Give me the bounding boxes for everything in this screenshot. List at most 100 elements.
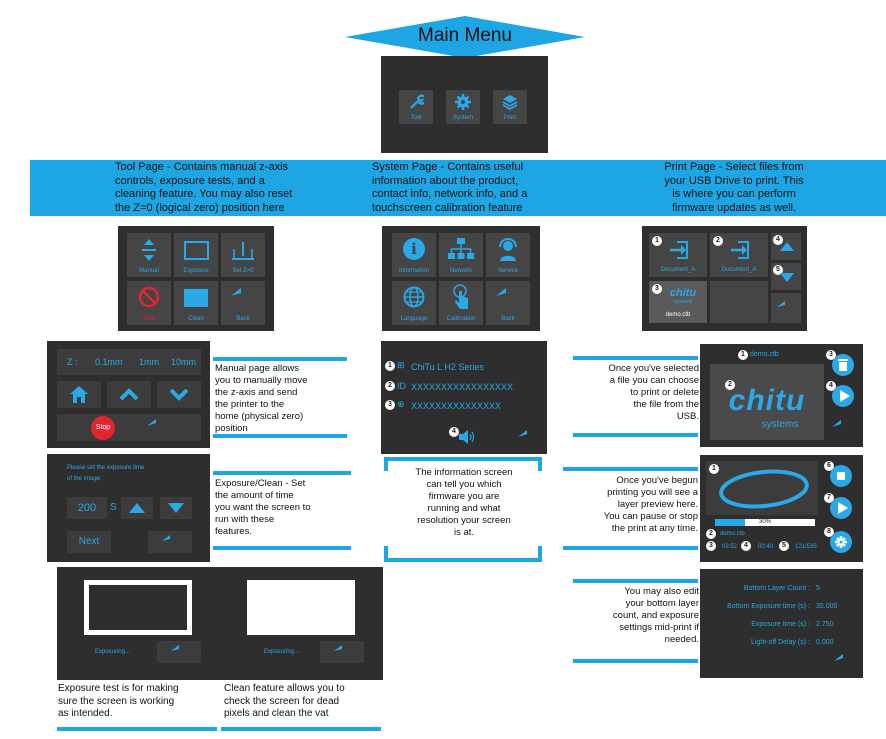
file-caption-line-top	[573, 356, 698, 360]
exposure-value-field[interactable]: 200	[67, 497, 107, 519]
z-up-button[interactable]	[107, 381, 151, 408]
file-caption-line-bottom	[573, 433, 698, 437]
gear-icon	[455, 94, 471, 110]
manual-caption-line-bottom	[213, 434, 347, 438]
info-caption-bracket-left	[384, 457, 388, 471]
z-label: Z :	[67, 357, 78, 367]
delete-button[interactable]	[832, 354, 854, 376]
chitu-logo: chitu	[728, 384, 806, 417]
progress-fill	[715, 519, 745, 526]
page-up-button[interactable]: 4	[771, 233, 801, 260]
settings-caption-line-top	[573, 579, 698, 583]
back-arrow-icon[interactable]	[518, 429, 540, 447]
cleaning-label: Exposuring...	[264, 649, 300, 655]
exposure-screen: Please set the exposure time of the imag…	[47, 454, 210, 562]
set-z-button[interactable]: Set Z=0	[221, 233, 265, 277]
calibration-button[interactable]: Calibration	[439, 281, 483, 325]
layer-count: 121/535	[795, 544, 817, 550]
callout-6: 6	[824, 461, 834, 471]
step-01mm[interactable]: 0.1mm	[95, 357, 123, 367]
callout-3: 3	[652, 284, 662, 294]
exposure-label: Exposure	[183, 268, 209, 274]
home-button[interactable]	[57, 381, 101, 408]
chitu-logo-sub: systems	[761, 419, 799, 430]
print-page-screen: 1 Document_A 2 Document_A 3 chitu system…	[642, 226, 807, 331]
play-button[interactable]	[832, 385, 854, 407]
tool-button[interactable]: Tool	[399, 90, 433, 124]
layer-preview: 1	[706, 461, 818, 515]
callout-4: 4	[826, 381, 836, 391]
print-back-button[interactable]	[771, 293, 801, 323]
setting-label: Light-off Delay (s) :	[750, 639, 810, 646]
system-button[interactable]: System	[446, 90, 480, 124]
setting-label: Exposure time (s) :	[751, 621, 810, 628]
stop-button[interactable]: Stop	[127, 281, 171, 325]
clean-button[interactable]: Clean	[174, 281, 218, 325]
exposure-increase-button[interactable]	[121, 497, 153, 519]
progress-bar: 30%	[715, 519, 815, 526]
print-button[interactable]: Print	[493, 90, 527, 124]
back-arrow-icon	[171, 645, 179, 651]
network-button[interactable]: Network	[439, 233, 483, 277]
back-arrow-icon[interactable]	[147, 418, 169, 437]
manual-stop-button[interactable]: Stop	[91, 416, 115, 440]
exposure-unit: S	[110, 502, 117, 513]
print-settings-button[interactable]	[830, 531, 852, 553]
globe-icon	[403, 286, 425, 308]
callout-1: 1	[385, 361, 395, 371]
speaker-icon[interactable]	[459, 430, 475, 444]
network-icon	[448, 238, 474, 259]
exposure-button[interactable]: Exposure	[174, 233, 218, 277]
manual-button[interactable]: Manual	[127, 233, 171, 277]
stop-print-button[interactable]	[830, 465, 852, 487]
setting-value[interactable]: 0.000	[816, 639, 834, 646]
tool-page-screen: Manual Exposure Set Z=0 Stop Clean Back	[118, 226, 274, 331]
callout-3: 3	[706, 541, 716, 551]
information-button[interactable]: i Information	[392, 233, 436, 277]
main-menu-screen: Tool System Print	[381, 56, 548, 153]
printing-screen: 1 30% 2 demo.ctb 3 03:52 4 00:40 5 121/5…	[700, 455, 863, 562]
file-item-3[interactable]: 3 chitu systems demo.ctb	[649, 281, 707, 323]
setting-value[interactable]: 5	[816, 585, 820, 592]
callout-1: 1	[652, 236, 662, 246]
step-1mm[interactable]: 1mm	[139, 357, 159, 367]
exposure-test-caption-line	[57, 727, 217, 731]
back-button[interactable]: Back	[221, 281, 265, 325]
callout-7: 7	[824, 493, 834, 503]
back-arrow-icon[interactable]	[834, 653, 856, 671]
service-button[interactable]: Service	[486, 233, 530, 277]
page-down-button[interactable]: 5	[771, 263, 801, 290]
file-item-1[interactable]: 1 Document_A	[649, 233, 707, 277]
language-button[interactable]: Language	[392, 281, 436, 325]
callout-1: 1	[709, 464, 719, 474]
callout-2: 2	[725, 380, 735, 390]
setting-value[interactable]: 2.750	[816, 621, 834, 628]
step-10mm[interactable]: 10mm	[171, 357, 197, 367]
system-back-button[interactable]: Back	[486, 281, 530, 325]
file-item-2[interactable]: 2 Document_A	[710, 233, 768, 277]
exposure-decrease-button[interactable]	[160, 497, 192, 519]
back-arrow-icon[interactable]	[832, 419, 854, 437]
next-button[interactable]: Next	[67, 531, 111, 553]
exposure-back-button[interactable]	[148, 531, 192, 553]
resume-print-button[interactable]	[830, 497, 852, 519]
id-icon: ID	[397, 381, 406, 391]
clean-back-button[interactable]	[320, 641, 364, 663]
printing-caption-line-bottom	[563, 546, 698, 550]
printing-caption-line-top	[563, 467, 698, 471]
gear-icon	[835, 536, 847, 548]
step-selector: Z : 0.1mm 1mm 10mm	[57, 349, 201, 375]
exposure-value: 200	[77, 502, 97, 514]
exposure-test-back-button[interactable]	[157, 641, 201, 663]
callout-8: 8	[824, 527, 834, 537]
clean-screen: Exposuring...	[220, 567, 383, 680]
info-caption-line-bottom	[384, 558, 542, 562]
info-caption-bracket-right-bottom	[538, 546, 542, 560]
z-down-button[interactable]	[157, 381, 201, 408]
exposing-label: Exposuring...	[95, 649, 131, 655]
information-label: Information	[398, 268, 429, 274]
layers-icon	[502, 95, 518, 110]
setting-value[interactable]: 35.000	[816, 603, 838, 610]
next-label: Next	[78, 536, 100, 547]
